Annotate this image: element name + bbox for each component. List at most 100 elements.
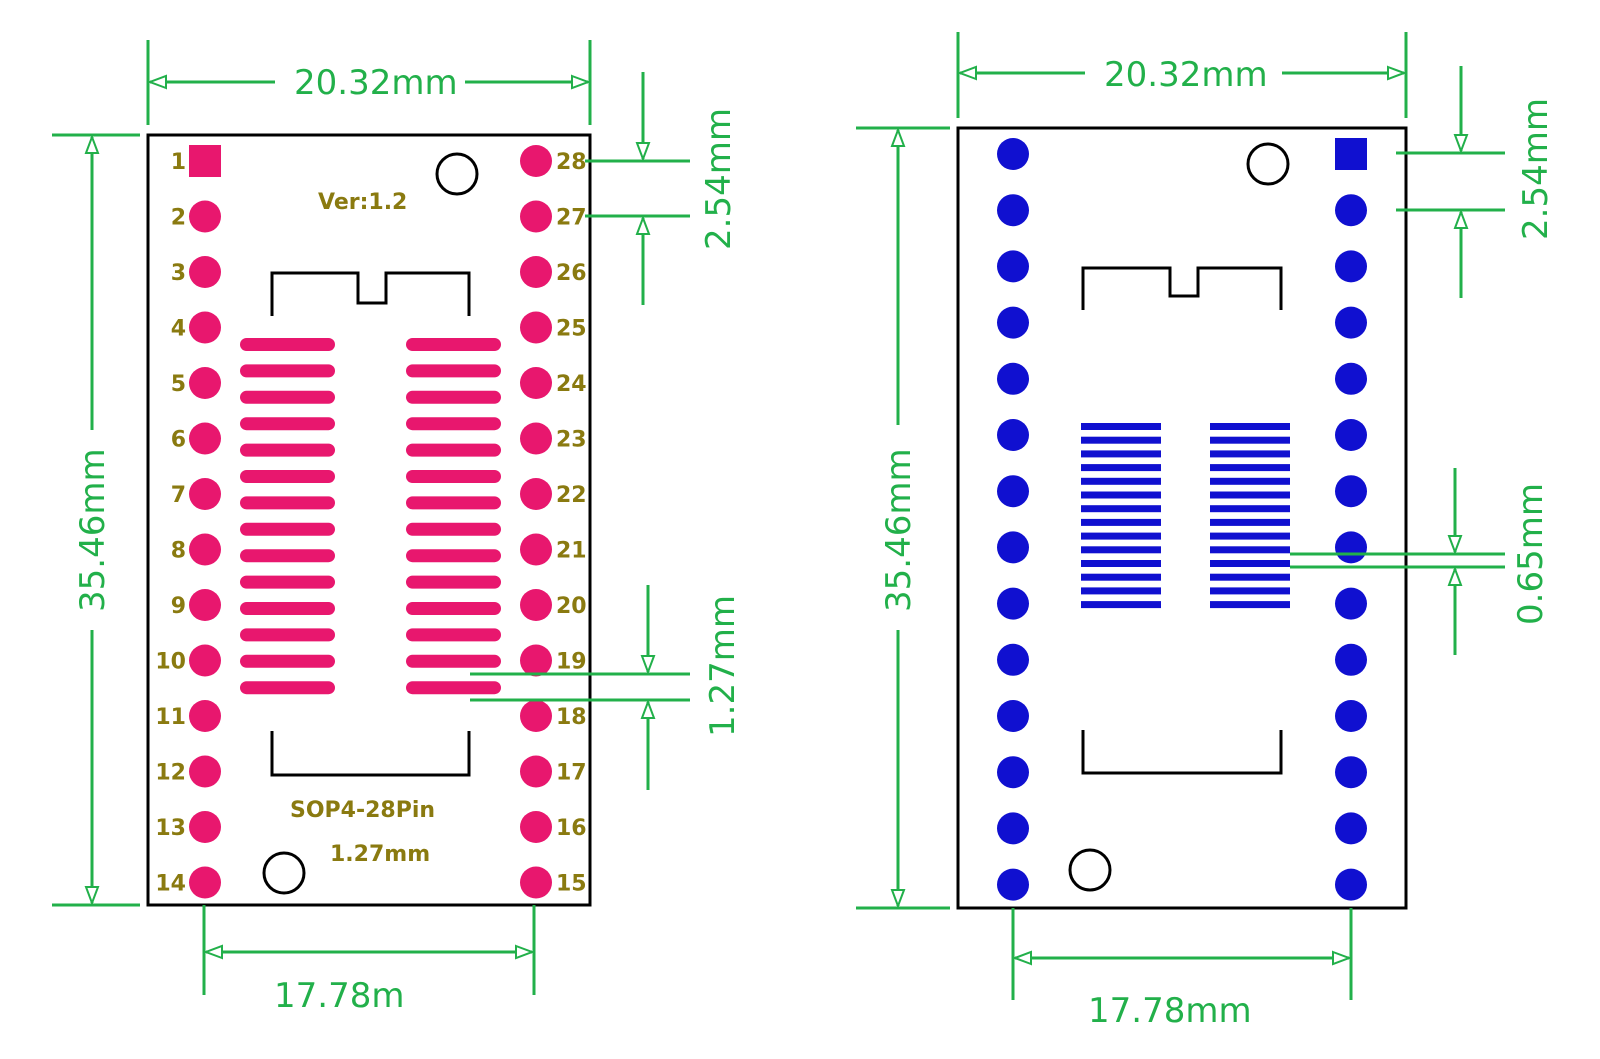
- dip-pad: [997, 812, 1029, 845]
- sop-pad: [1081, 464, 1161, 472]
- dip-pad: [997, 362, 1029, 395]
- dip-pad-square: [189, 145, 221, 177]
- dip-pad: [189, 311, 221, 344]
- dip-pad: [189, 811, 221, 843]
- sop-pad: [1081, 573, 1161, 581]
- dip-pad: [189, 589, 221, 621]
- pin-number: 22: [556, 483, 587, 508]
- sop-pad: [1081, 505, 1161, 513]
- sop-pad: [1210, 464, 1290, 472]
- dip-pad: [520, 367, 552, 399]
- pin-number: 24: [556, 372, 587, 397]
- sop-pad: [1081, 436, 1161, 444]
- sop-pad: [406, 628, 501, 642]
- right-sop-pads: [1081, 423, 1290, 609]
- pin-number: 20: [556, 594, 587, 619]
- sop-pad: [1081, 532, 1161, 540]
- pin-number: 18: [556, 705, 587, 730]
- sop-pad: [406, 364, 501, 378]
- left-pin-labels: 1234567891011121314282726252423222120191…: [155, 150, 586, 897]
- dip-pad: [189, 533, 221, 566]
- sop-pad: [1210, 450, 1290, 458]
- pin-number: 6: [171, 428, 186, 453]
- dip-pad: [189, 866, 221, 899]
- sop-pad: [1210, 601, 1290, 609]
- sop-pad: [406, 602, 501, 615]
- left-pad-pitch-label: 1.27mm: [703, 595, 743, 737]
- pin-number: 9: [171, 594, 186, 619]
- right-mounting-hole-bottom: [1068, 848, 1112, 892]
- dip-pad: [1335, 531, 1367, 564]
- dip-pad: [520, 478, 552, 510]
- sop-pad: [240, 390, 335, 404]
- right-pad-pitch-dimension: [1290, 468, 1505, 655]
- dip-pad: [189, 200, 221, 233]
- sop-pad: [240, 417, 335, 431]
- right-pin-pitch-dimension: [1396, 66, 1505, 298]
- dip-pad: [189, 700, 221, 732]
- sop-pad: [240, 443, 335, 457]
- pin-number: 15: [556, 872, 587, 897]
- pin-number: 7: [171, 483, 186, 508]
- left-pin-pitch-label: 2.54mm: [699, 108, 739, 250]
- dip-pad: [520, 811, 552, 843]
- pin-number: 8: [171, 539, 186, 564]
- sop-pad: [406, 496, 501, 510]
- dip-pad: [997, 306, 1029, 339]
- sop-pad: [1210, 546, 1290, 554]
- sop-pad: [240, 654, 335, 668]
- right-board: 20.32mm 35.46mm 2.54mm 0.65mm: [856, 32, 1556, 1031]
- pin-number: 26: [556, 261, 587, 286]
- sop-pad: [240, 364, 335, 378]
- left-sop-pads: [240, 338, 501, 695]
- left-width-label: 20.32mm: [294, 63, 458, 103]
- pin-number: 11: [155, 705, 186, 730]
- sop-pad: [406, 522, 501, 536]
- dip-pad: [520, 866, 552, 899]
- sop-pad: [240, 681, 335, 695]
- pin-number: 2: [171, 206, 186, 231]
- dip-pad: [997, 643, 1029, 676]
- sop-pad: [406, 443, 501, 457]
- sop-pad: [1210, 587, 1290, 595]
- dip-pad: [520, 256, 552, 288]
- left-height-dimension: [52, 133, 140, 907]
- dip-pad: [997, 756, 1029, 789]
- sop-pad: [1081, 560, 1161, 567]
- version-label: Ver:1.2: [318, 190, 407, 215]
- dip-pad: [997, 475, 1029, 508]
- dip-pad: [520, 755, 552, 788]
- dip-pad: [1335, 756, 1367, 789]
- sop-pad: [1210, 477, 1290, 485]
- sop-pad: [1081, 601, 1161, 609]
- sop-pad: [240, 602, 335, 615]
- pin-number: 5: [171, 372, 186, 397]
- sop-pad: [240, 496, 335, 510]
- left-pin-pitch-dimension: [585, 72, 690, 305]
- left-row-spacing-dimension: [202, 905, 536, 995]
- dip-pad: [997, 194, 1029, 227]
- sop-pad: [406, 681, 501, 695]
- dip-pad: [520, 311, 552, 344]
- sop-pad: [406, 549, 501, 563]
- pin-number: 25: [556, 317, 587, 342]
- left-pad-pitch-dimension: [470, 585, 690, 790]
- dip-pad: [189, 755, 221, 788]
- dip-pad: [1335, 643, 1367, 676]
- left-mounting-hole-top: [435, 152, 479, 196]
- dip-pad: [189, 644, 221, 677]
- dip-pad: [997, 587, 1029, 620]
- sop-pad: [240, 522, 335, 536]
- dip-pad: [997, 138, 1029, 170]
- pin-number: 12: [155, 761, 186, 786]
- pin-number: 1: [171, 150, 186, 175]
- sop-pad: [1210, 436, 1290, 444]
- dip-pad: [520, 422, 552, 455]
- right-pad-pitch-label: 0.65mm: [1511, 483, 1551, 625]
- sop-pad: [1210, 560, 1290, 567]
- sop-pad: [406, 654, 501, 668]
- sop-pad: [1081, 491, 1161, 499]
- right-row-spacing-dimension: [1011, 908, 1353, 1000]
- left-board: 1234567891011121314282726252423222120191…: [52, 40, 743, 1016]
